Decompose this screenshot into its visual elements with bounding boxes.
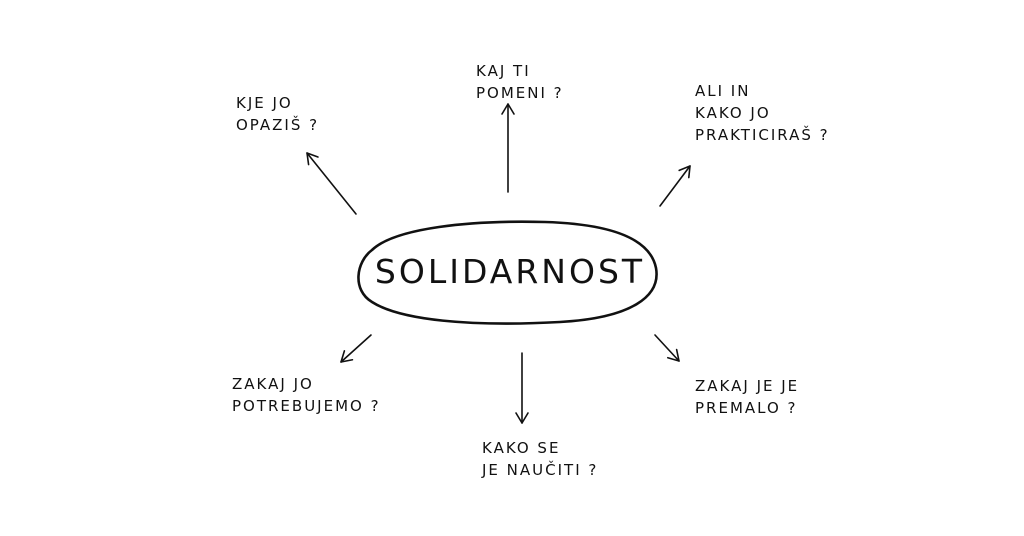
question-line: POMENI ? [476,84,564,102]
question-line: JE NAUČITI ? [482,461,599,479]
question-line: KAKO JO [695,104,771,122]
arrow-to-kje [306,152,357,215]
question-line: KAJ TI [476,62,531,80]
question-line: POTREBUJEMO ? [232,397,381,415]
question-line: ZAKAJ JO [232,375,314,393]
question-zakaj-je-je-premalo: ZAKAJ JE JE PREMALO ? [695,375,799,419]
question-kaj-ti-pomeni: KAJ TI POMENI ? [476,60,564,104]
question-line: PREMALO ? [695,399,798,417]
question-line: KAKO SE [482,439,561,457]
center-label: SOLIDARNOST [374,252,646,291]
arrow-to-zakaj-potrebujemo [340,334,372,363]
arrow-to-zakaj-premalo [654,334,680,362]
question-ali-in-kako-jo-prakticiras: ALI IN KAKO JO PRAKTICIRAŠ ? [695,80,830,146]
question-line: PRAKTICIRAŠ ? [695,126,830,144]
question-kje-jo-opazis: KJE JO OPAZIŠ ? [236,92,319,136]
question-line: KJE JO [236,94,293,112]
question-kako-se-je-nauciti: KAKO SE JE NAUČITI ? [482,437,598,481]
question-zakaj-jo-potrebujemo: ZAKAJ JO POTREBUJEMO ? [232,373,381,417]
center-ellipse [357,220,658,325]
question-line: ALI IN [695,82,751,100]
arrow-to-ali [659,165,691,207]
question-line: OPAZIŠ ? [236,116,320,134]
question-line: ZAKAJ JE JE [695,377,800,395]
